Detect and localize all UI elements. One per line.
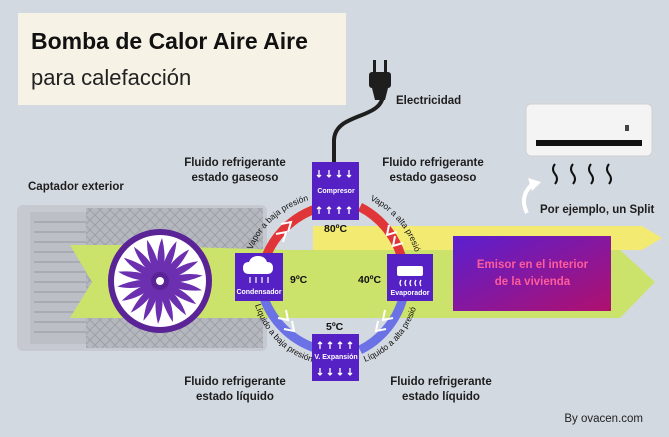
fan-blade (160, 249, 190, 281)
condensador-label: Condensador (236, 289, 282, 296)
fan-blade (123, 257, 160, 281)
fan-blade (147, 239, 161, 281)
page-subtitle: para calefacción (31, 65, 192, 90)
fan-blade (160, 241, 177, 281)
temp-evaporador: 40ºC (358, 274, 382, 286)
split-unit-icon (521, 103, 653, 214)
fan-blade (118, 271, 160, 282)
temp-condensador: 9ºC (290, 274, 308, 286)
fan-blade (130, 281, 160, 313)
fan-blade (160, 261, 199, 281)
credit: By ovacen.com (564, 413, 643, 425)
expansion-node (312, 334, 359, 381)
fan-blade (117, 279, 160, 288)
fan-blade (160, 280, 202, 291)
fan-blade (143, 281, 160, 321)
fan-blade (159, 281, 173, 323)
page-title: Bomba de Calor Aire Aire (31, 28, 308, 54)
evaporador-label: Evaporador (390, 290, 430, 297)
emisor-box (453, 236, 611, 311)
fan-blade (121, 280, 160, 301)
captador-label: Captador exterior (28, 181, 124, 193)
expansion-label: V. Expansión (314, 354, 358, 361)
electric-plug-icon (332, 60, 391, 162)
evaporador-node (387, 254, 433, 301)
fan (108, 229, 212, 333)
split-label: Por ejemplo, un Split (540, 204, 655, 216)
fan-blade (159, 274, 203, 283)
temp-expansion: 5ºC (326, 321, 344, 333)
fan-blade (160, 281, 197, 305)
temp-compresor: 80ºC (324, 223, 348, 235)
condensador-node (235, 253, 283, 301)
fan-blade (133, 246, 160, 281)
title-box: Bomba de Calor Aire Aire para calefacció… (18, 13, 346, 105)
compresor-node (312, 162, 359, 220)
compresor-label: Compresor (317, 188, 355, 195)
electricidad-label: Electricidad (396, 95, 462, 107)
fan-blade (160, 281, 187, 316)
